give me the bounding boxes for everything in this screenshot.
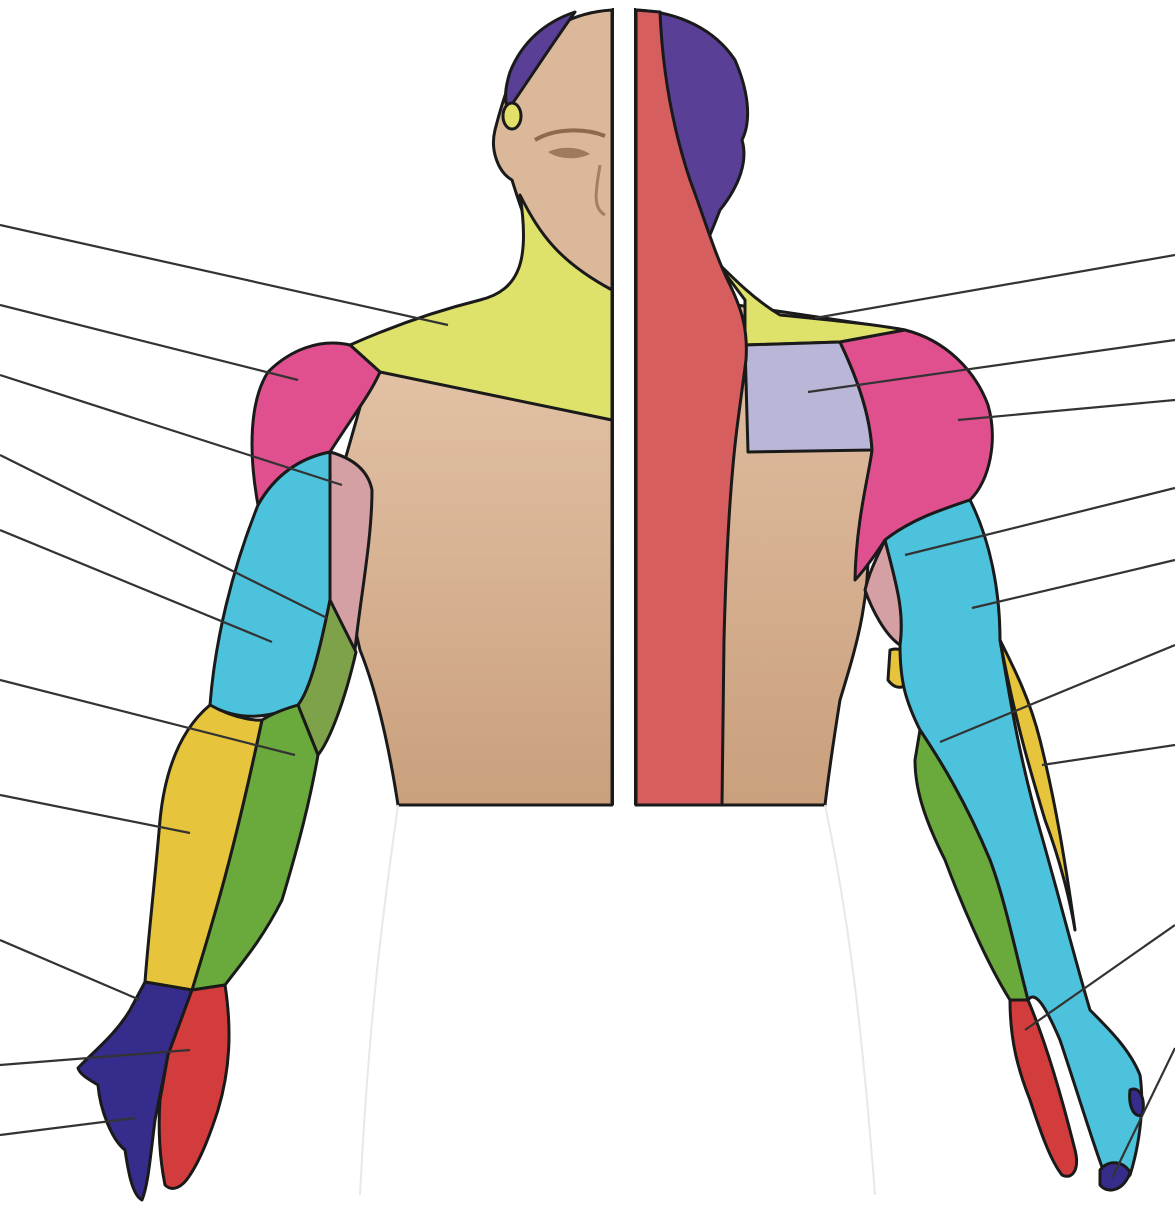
posterior-arm-dermatome — [885, 500, 1142, 1184]
leader-line — [0, 225, 448, 325]
anterior-torso — [343, 365, 612, 805]
posterior-view — [636, 10, 1143, 1190]
view-divider — [614, 0, 634, 810]
anterior-view — [78, 10, 612, 1200]
leader-line — [0, 940, 140, 1000]
posterior-fingertip — [1100, 1163, 1130, 1190]
posterior-thumb-tip — [1130, 1089, 1144, 1116]
leader-line — [972, 560, 1175, 608]
leader-line — [815, 255, 1175, 318]
leader-line — [0, 305, 298, 380]
anterior-ear-spot — [503, 103, 521, 129]
leader-line — [1042, 745, 1175, 765]
pants-outline — [360, 805, 875, 1195]
